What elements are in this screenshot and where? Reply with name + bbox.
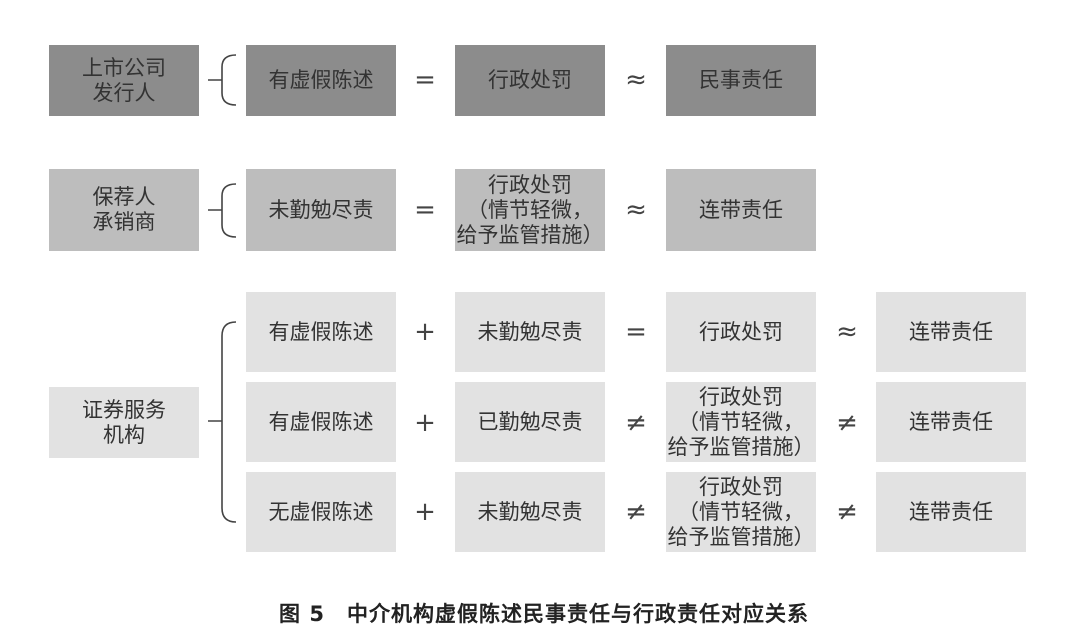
case3-joint-liability: 连带责任 [876, 472, 1026, 552]
op-equals: = [414, 65, 436, 95]
case1-condition-a: 有虚假陈述 [246, 292, 396, 372]
case1-admin-penalty: 行政处罚 [666, 292, 816, 372]
subject-securities-service: 证券服务机构 [49, 387, 199, 458]
op-plus: + [414, 497, 436, 527]
case3-condition-b: 未勤勉尽责 [455, 472, 605, 552]
op-equals: = [625, 317, 647, 347]
subject-sponsor-underwriter: 保荐人承销商 [49, 169, 199, 251]
case1-condition-b: 未勤勉尽责 [455, 292, 605, 372]
case2-condition-b: 已勤勉尽责 [455, 382, 605, 462]
op-equals: = [414, 195, 436, 225]
op-not-equal: ≠ [625, 497, 647, 527]
op-approx: ≈ [625, 65, 647, 95]
bracket-row3 [208, 321, 237, 523]
op-plus: + [414, 317, 436, 347]
op-plus: + [414, 408, 436, 438]
case3-condition-a: 无虚假陈述 [246, 472, 396, 552]
case2-joint-liability: 连带责任 [876, 382, 1026, 462]
bracket-row1 [208, 54, 237, 106]
condition-not-diligent: 未勤勉尽责 [246, 169, 396, 251]
bracket-row2 [208, 183, 237, 238]
op-not-equal: ≠ [836, 408, 858, 438]
joint-liability: 连带责任 [666, 169, 816, 251]
figure-caption: 图 5 中介机构虚假陈述民事责任与行政责任对应关系 [279, 602, 809, 626]
op-not-equal: ≠ [836, 497, 858, 527]
civil-liability: 民事责任 [666, 45, 816, 116]
subject-listed-company: 上市公司发行人 [49, 45, 199, 116]
case3-admin-penalty-minor: 行政处罚（情节轻微，给予监管措施） [666, 472, 816, 552]
case2-condition-a: 有虚假陈述 [246, 382, 396, 462]
case1-joint-liability: 连带责任 [876, 292, 1026, 372]
op-approx: ≈ [836, 317, 858, 347]
op-approx: ≈ [625, 195, 647, 225]
admin-penalty-minor: 行政处罚（情节轻微，给予监管措施） [455, 169, 605, 251]
condition-false-statement: 有虚假陈述 [246, 45, 396, 116]
case2-admin-penalty-minor: 行政处罚（情节轻微，给予监管措施） [666, 382, 816, 462]
op-not-equal: ≠ [625, 408, 647, 438]
admin-penalty: 行政处罚 [455, 45, 605, 116]
